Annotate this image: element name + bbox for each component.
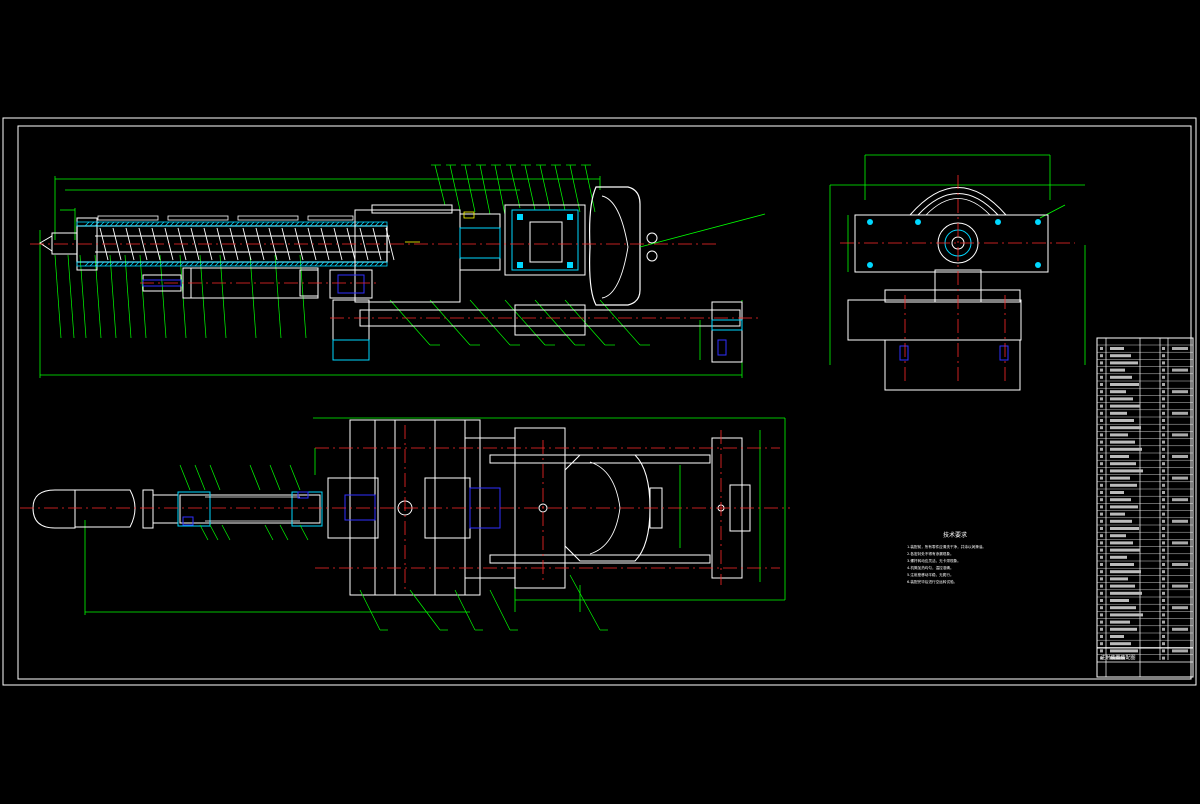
technical-requirements: 技术要求 1.装配前，所有零件应清洗干净，并涂以润滑油。 2.各密封处不得有渗漏现… [907,531,986,584]
note-line: 4.机筒加热均匀，温控准确。 [907,565,954,570]
note-line: 3.螺杆转动应灵活，无卡滞现象。 [907,558,961,563]
barrel-hatch [76,221,388,267]
note-line: 1.装配前，所有零件应清洗干净，并涂以润滑油。 [907,544,986,549]
end-view [829,154,1086,391]
notes-list: 1.装配前，所有零件应清洗干净，并涂以润滑油。 2.各密封处不得有渗漏现象。 3.螺… [907,544,986,584]
plan-view [20,417,790,631]
heater-bands [97,215,354,221]
outer-frame [2,117,1197,686]
leader-lines-top [54,164,650,346]
section-view-injection-unit [30,164,766,378]
parts-list-rows [1097,344,1193,660]
title-block: 注射装置装配图 [1096,337,1194,678]
title-block-name: 注射装置装配图 [1100,654,1135,661]
leader-lines-bottom [179,464,608,631]
note-line: 5.注射座移动平稳，无爬行。 [907,572,954,577]
note-line: 2.各密封处不得有渗漏现象。 [907,551,954,556]
technical-requirements-title: 技术要求 [943,531,967,539]
note-line: 6.装配完毕后进行空运转试验。 [907,579,957,584]
